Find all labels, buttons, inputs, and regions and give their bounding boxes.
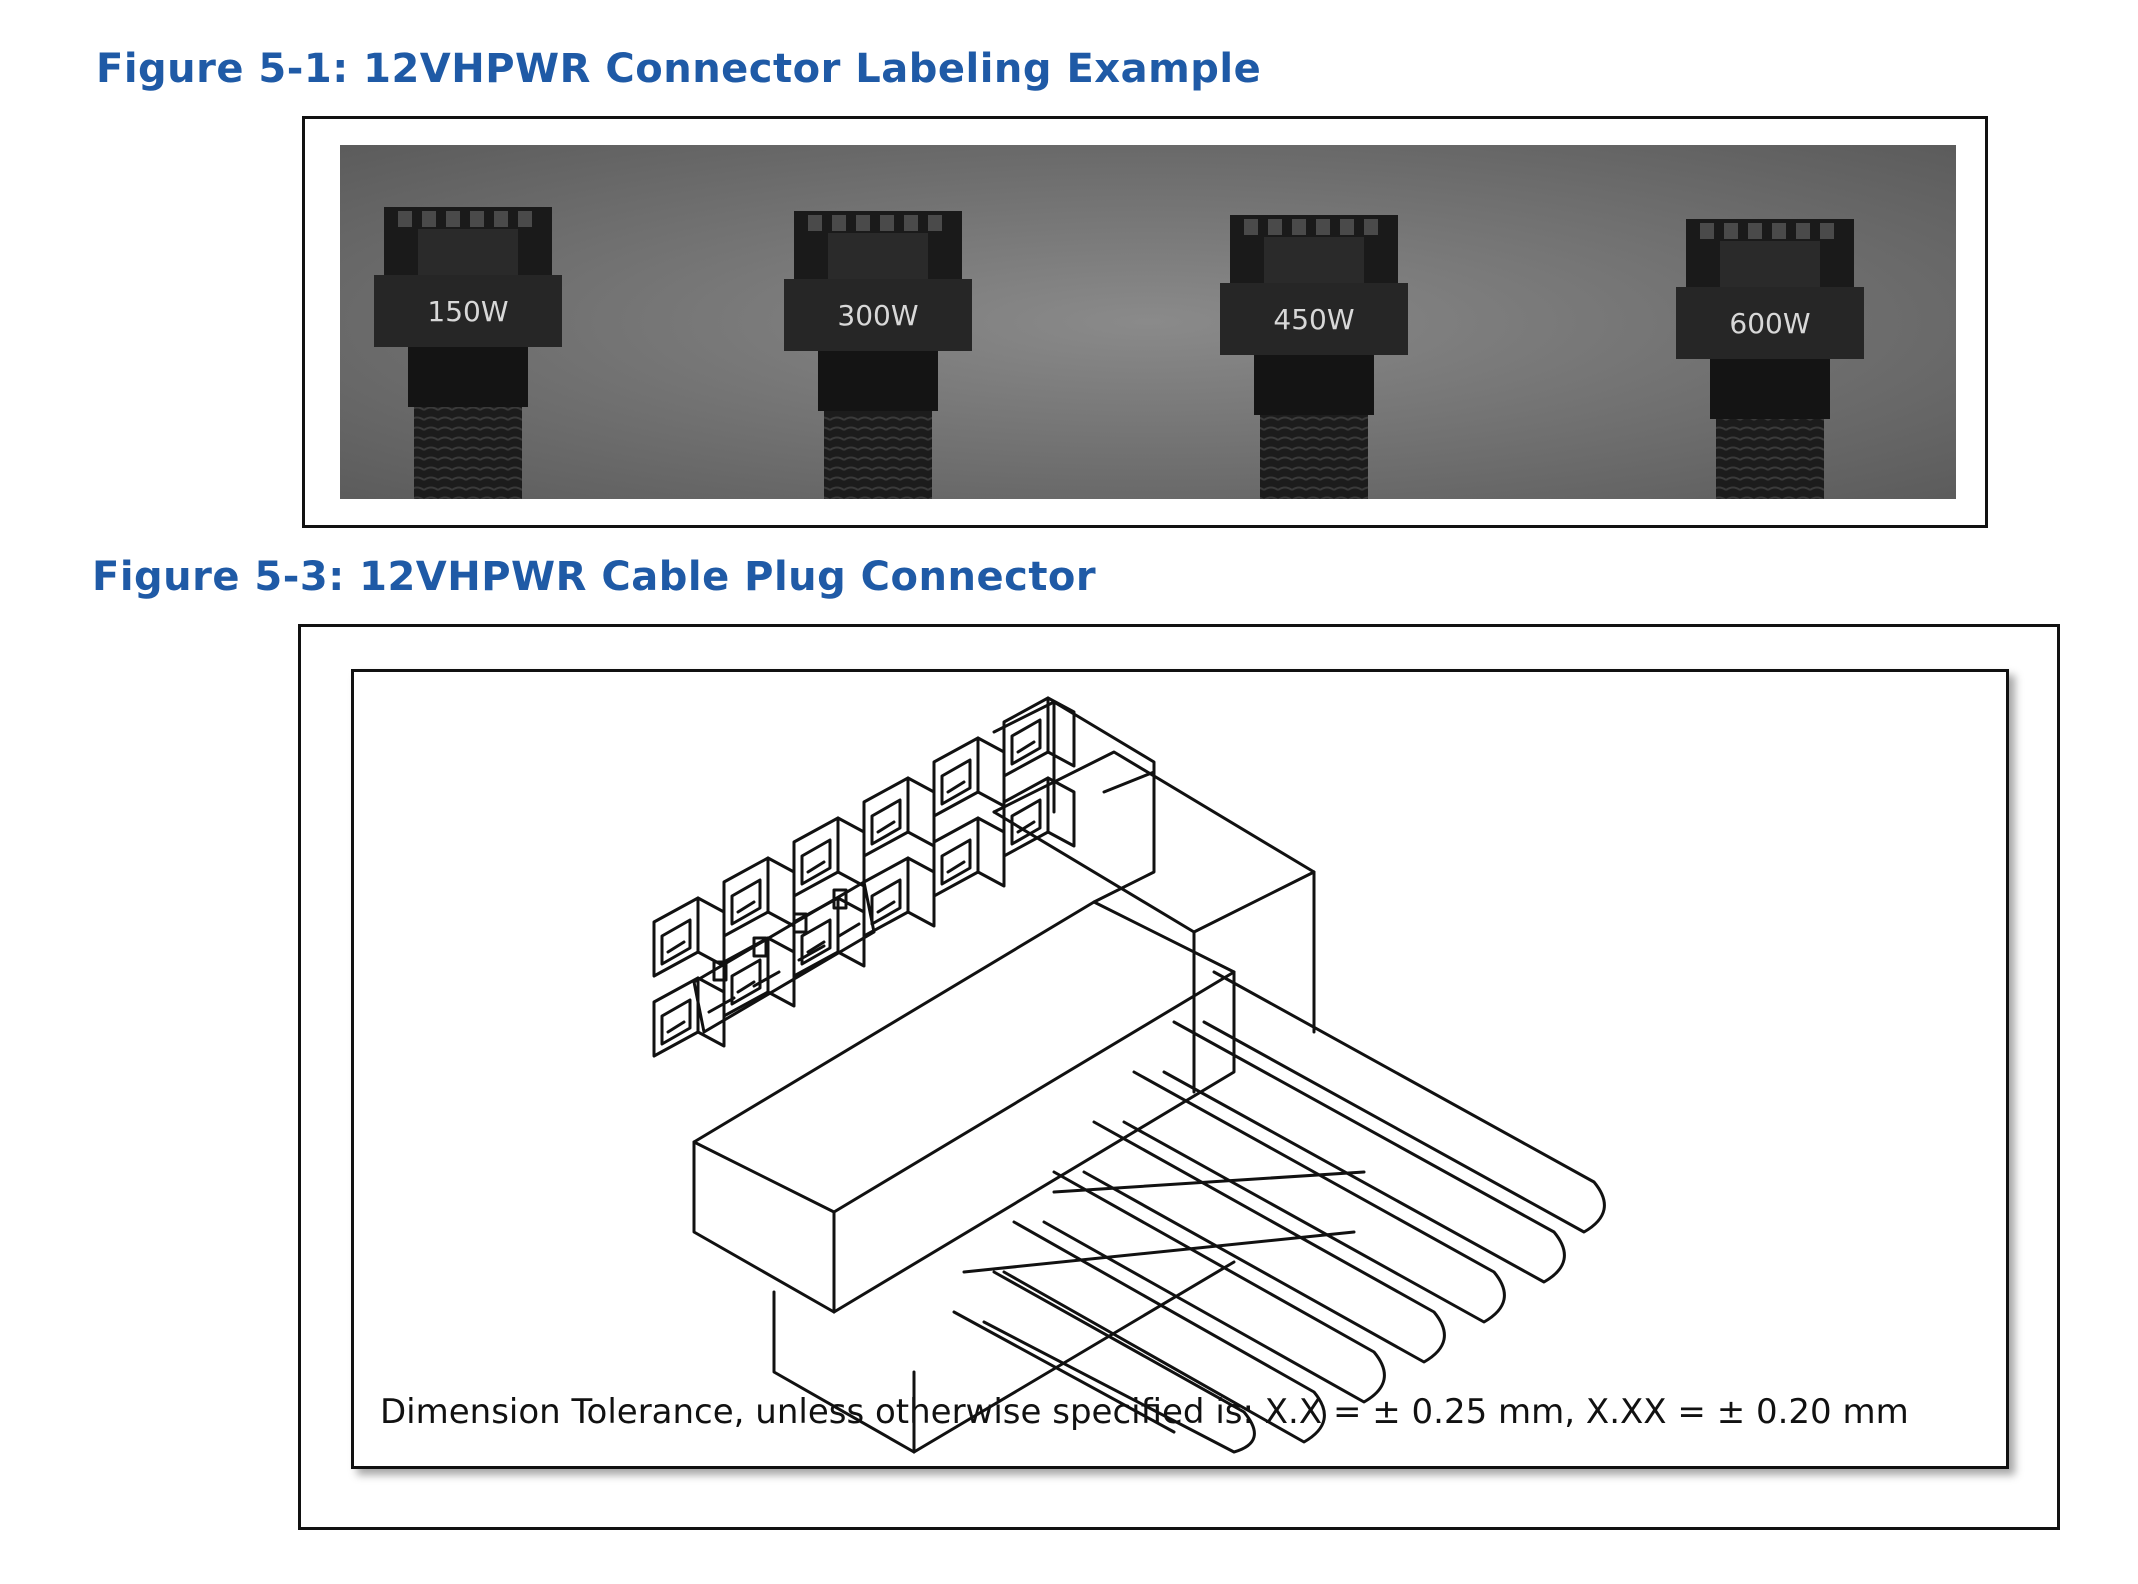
figure-5-1-caption: Figure 5-1: 12VHPWR Connector Labeling E…: [96, 46, 1262, 92]
latch: [992, 700, 1156, 904]
pin-cavity: [652, 976, 726, 1058]
pin-cavity: [792, 816, 866, 898]
figure-5-3-frame: Dimension Tolerance, unless otherwise sp…: [298, 624, 2060, 1530]
plug-drawing-panel: Dimension Tolerance, unless otherwise sp…: [351, 669, 2009, 1469]
cable-wires: [952, 970, 1606, 1454]
pin-cavities: [652, 696, 1076, 1058]
figure-5-3-caption: Figure 5-3: 12VHPWR Cable Plug Connector: [92, 554, 1097, 600]
connector-150w: 150W: [374, 207, 562, 499]
dimension-tolerance-note: Dimension Tolerance, unless otherwise sp…: [380, 1392, 1909, 1432]
pin-cavity: [932, 736, 1006, 818]
pin-cavity: [722, 856, 796, 938]
connector-label: 600W: [1729, 307, 1810, 340]
sense-pin-strip: [692, 880, 876, 1034]
pin-cavity: [862, 776, 936, 858]
connector-300w: 300W: [784, 211, 972, 499]
pin-cavity: [932, 816, 1006, 898]
pin-cavity: [1002, 696, 1076, 778]
pin-cavity: [722, 936, 796, 1018]
connector-600w: 600W: [1676, 219, 1864, 499]
connector-label: 300W: [837, 299, 918, 332]
connector-labeling-photo: 150W 300W 450W 600W: [340, 145, 1956, 499]
connector-450w: 450W: [1220, 215, 1408, 499]
pin-cavity: [862, 856, 936, 938]
cable-plug-line-drawing: [652, 696, 1606, 1454]
plug-housing: [692, 750, 1316, 1454]
pin-cavity: [652, 896, 726, 978]
pin-cavity: [792, 896, 866, 978]
figure-5-1-frame: 150W 300W 450W 600W: [302, 116, 1988, 528]
connector-label: 450W: [1273, 303, 1354, 336]
pin-cavity: [1002, 776, 1076, 858]
connector-label: 150W: [427, 295, 508, 328]
